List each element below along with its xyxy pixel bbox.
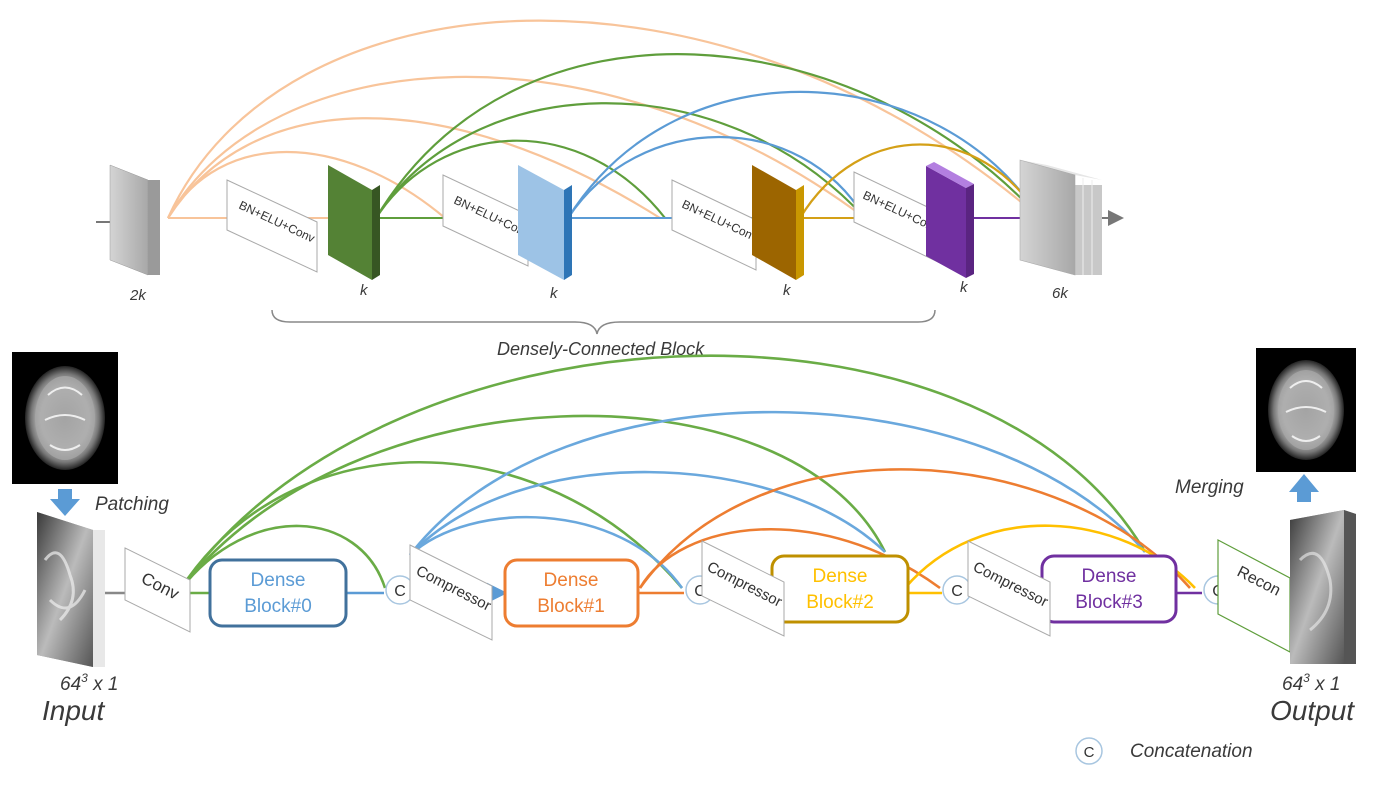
dense-block-2-title: Dense bbox=[813, 566, 868, 587]
green-arc-to-layer2 bbox=[375, 139, 666, 219]
compressor-panel-2: Compressor bbox=[967, 540, 1051, 637]
dense-block-3-title: Dense bbox=[1082, 566, 1137, 587]
dense-block-brace-label: Densely-Connected Block bbox=[497, 339, 705, 359]
dense-block-3: Dense Block#3 bbox=[1040, 554, 1178, 624]
output-patch bbox=[1290, 510, 1356, 664]
legend-label: Concatenation bbox=[1130, 741, 1253, 762]
pipeline-skip-arcs bbox=[178, 354, 1196, 591]
blue-arc-to-concat1 bbox=[409, 515, 684, 589]
top-output-size-label: 6k bbox=[1052, 285, 1069, 302]
dense-block-2-label: Block#2 bbox=[806, 592, 874, 613]
green-arc-conv-to-concat1 bbox=[178, 460, 683, 591]
legend-symbol-label: C bbox=[1084, 744, 1095, 761]
blue-arc-to-output bbox=[567, 90, 1041, 219]
dense-block-1-title: Dense bbox=[544, 570, 599, 591]
top-input-size-label: 2k bbox=[129, 287, 147, 304]
dense-block-brace bbox=[271, 309, 936, 335]
output-brain-image bbox=[1256, 348, 1356, 472]
patching-label: Patching bbox=[95, 494, 169, 515]
input-brain-image bbox=[12, 352, 118, 484]
blue-arc-to-layer3 bbox=[567, 136, 866, 219]
feature-map-blue bbox=[518, 165, 572, 280]
legend-concat-symbol bbox=[1075, 737, 1103, 765]
green-arc-conv-to-concat3 bbox=[178, 354, 1147, 591]
compressor-panel-1: Compressor bbox=[701, 540, 785, 637]
dense-block-0-label: Block#0 bbox=[244, 596, 312, 617]
concat-node-0-label: C bbox=[394, 583, 406, 600]
blue-arc-to-concat2 bbox=[409, 470, 886, 556]
green-arc-conv-to-concat0 bbox=[178, 524, 387, 591]
gold-arc-to-output bbox=[799, 143, 1041, 219]
peach-arc-to-layer3 bbox=[167, 75, 866, 219]
peach-arc-to-output bbox=[166, 19, 1041, 219]
dense-block-3-label: Block#3 bbox=[1075, 592, 1143, 613]
growth-label-2: k bbox=[550, 285, 559, 302]
feature-map-green bbox=[328, 165, 380, 280]
concat-node-2-label: C bbox=[951, 583, 963, 600]
orange-arc-to-concat3 bbox=[638, 468, 1191, 589]
blue-arc-to-concat3 bbox=[408, 410, 1146, 556]
feature-map-gold bbox=[752, 165, 804, 280]
dense-block-2: Dense Block#2 bbox=[770, 554, 910, 624]
conv-panel-1: BN+ELU+Conv bbox=[226, 179, 318, 273]
green-arc-to-output bbox=[375, 53, 1041, 219]
concat-node-2: C bbox=[942, 575, 972, 605]
conv-panel: Conv bbox=[124, 547, 191, 633]
legend: C Concatenation bbox=[1075, 737, 1253, 765]
concat-node-1-label: C bbox=[694, 583, 706, 600]
peach-arc-to-layer1 bbox=[167, 151, 446, 219]
recon-panel: Recon bbox=[1217, 539, 1291, 653]
output-caption: Output bbox=[1270, 695, 1355, 726]
output-dims: 643 x 1 bbox=[1282, 671, 1340, 695]
green-arc-to-layer3 bbox=[375, 102, 866, 219]
top-skip-arcs bbox=[166, 19, 1041, 219]
input-caption: Input bbox=[42, 695, 105, 726]
top-input-feature-map bbox=[109, 164, 160, 276]
growth-label-4: k bbox=[960, 279, 969, 296]
input-patch bbox=[37, 512, 105, 667]
growth-label-1: k bbox=[360, 282, 369, 299]
feature-map-purple bbox=[926, 162, 974, 278]
green-arc-conv-to-concat2 bbox=[178, 414, 887, 591]
compressor-panel-0: Compressor bbox=[409, 544, 494, 641]
top-output-feature-stack bbox=[1019, 159, 1102, 276]
dense-block-1: Dense Block#1 bbox=[503, 558, 640, 628]
growth-label-3: k bbox=[783, 282, 792, 299]
merging-arrow-icon bbox=[1289, 474, 1319, 502]
dense-block-0-title: Dense bbox=[251, 570, 306, 591]
patching-arrow-icon bbox=[50, 489, 80, 516]
peach-arc-to-layer2 bbox=[167, 117, 661, 219]
input-dims: 643 x 1 bbox=[60, 671, 118, 695]
dense-block-0: Dense Block#0 bbox=[208, 558, 348, 628]
conv-panel-3: BN+ELU+Conv bbox=[671, 179, 760, 271]
merging-label: Merging bbox=[1175, 477, 1244, 498]
dense-block-1-label: Block#1 bbox=[537, 596, 605, 617]
